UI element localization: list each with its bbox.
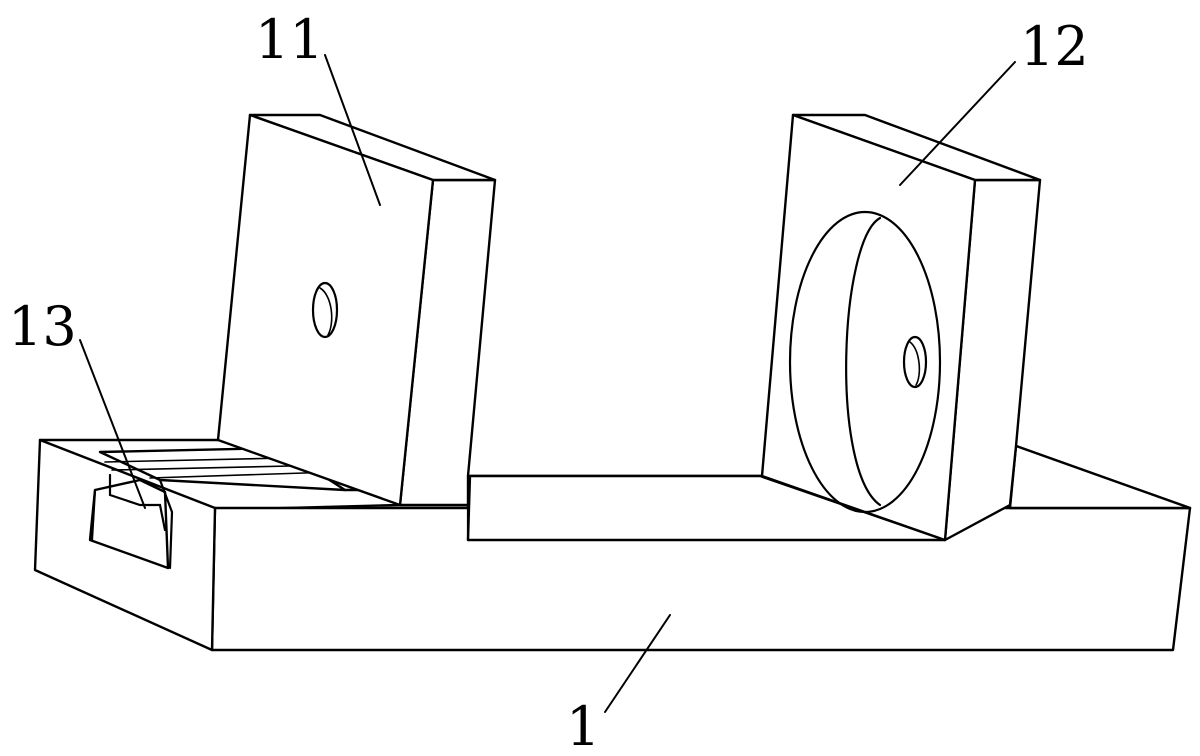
left-support-hole <box>311 281 339 339</box>
right-support-front <box>760 113 977 542</box>
leader-line-13 <box>79 339 146 509</box>
slot-opening-detail <box>90 473 167 542</box>
leader-line-12 <box>899 61 1016 186</box>
right-support-disc-inner <box>845 216 882 507</box>
label-slide-slot: 13 <box>8 295 77 358</box>
right-support-disc-rim <box>788 210 942 514</box>
left-support <box>216 113 497 507</box>
base-right-ledge <box>1008 444 1192 510</box>
slot-groove-ridges <box>104 457 336 479</box>
label-left-support: 11 <box>255 8 324 71</box>
slot-inner-edge <box>158 478 174 570</box>
right-support-hole-inner <box>909 341 921 386</box>
left-support-front <box>216 113 435 507</box>
left-support-hole-inner <box>319 287 333 336</box>
label-right-support: 12 <box>1020 15 1089 78</box>
right-support-hole <box>902 335 928 389</box>
slot-opening <box>88 478 170 570</box>
leader-line-1 <box>604 614 671 713</box>
right-support <box>760 113 1042 542</box>
label-base: 1 <box>566 695 600 756</box>
leader-line-11 <box>324 54 381 206</box>
